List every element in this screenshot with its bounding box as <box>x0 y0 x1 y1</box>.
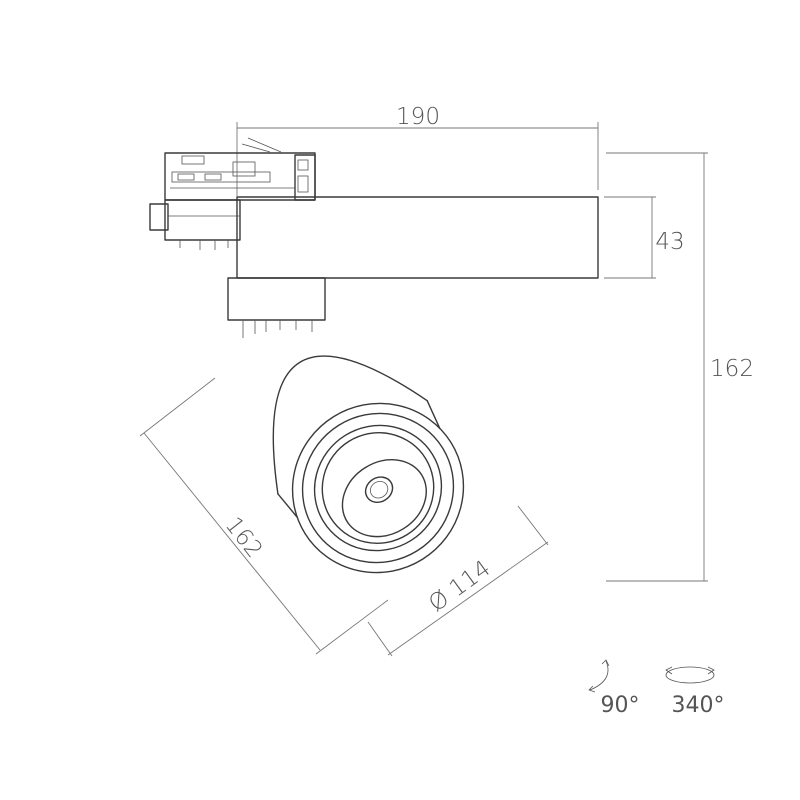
diameter-dimension: Ø 114 <box>367 505 549 657</box>
lamp-head <box>272 355 465 574</box>
height-label: 162 <box>710 356 754 382</box>
height-dimension: 162 <box>606 152 754 582</box>
stem <box>227 277 326 338</box>
tilt-label: 90° <box>601 693 640 718</box>
pan-rotation-icon <box>665 666 715 684</box>
tilt-rotation-icon <box>588 659 610 693</box>
adapter-height-label: 43 <box>655 229 684 255</box>
width-dimension: 190 <box>236 104 599 196</box>
adapter-height-dimension: 43 <box>604 196 685 279</box>
track-adapter <box>149 137 316 250</box>
width-label: 190 <box>396 104 440 130</box>
pan-label: 340° <box>672 693 725 718</box>
length-label: 162 <box>220 512 268 563</box>
driver-housing <box>236 196 599 279</box>
